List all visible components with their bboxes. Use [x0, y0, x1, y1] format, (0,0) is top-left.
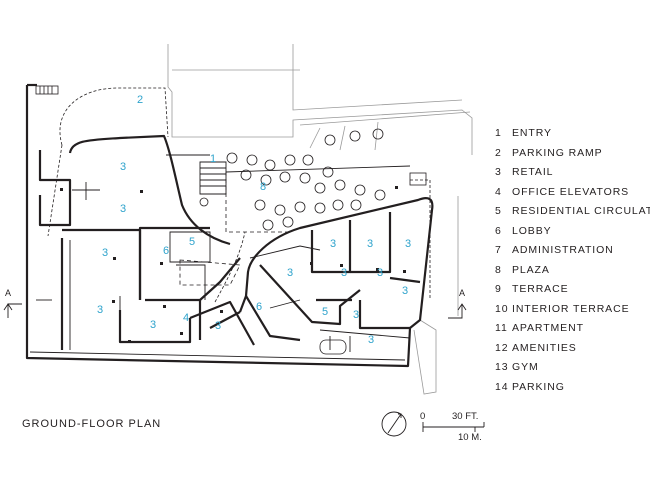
room-label: 3	[287, 267, 293, 279]
legend-number: 8	[495, 263, 502, 276]
room-label: 3	[150, 319, 156, 331]
legend-label: RESIDENTIAL CIRCULATION	[512, 205, 650, 217]
room-label: 2	[137, 94, 143, 106]
room-label: 3	[120, 161, 126, 173]
legend-label: PARKING	[512, 380, 565, 393]
legend-label: PARKING RAMP	[512, 146, 603, 159]
legend-item: 3 RETAIL	[495, 163, 650, 183]
legend-number: 4	[495, 185, 502, 198]
room-label: 1	[210, 153, 216, 165]
legend-number: 1	[495, 127, 502, 139]
plaza-dashed-lines	[179, 172, 290, 286]
legend-item: 1 ENTRY	[495, 124, 650, 144]
room-label: 3	[120, 203, 126, 215]
legend-number: 7	[495, 244, 502, 256]
parking-ramp-outline	[47, 87, 431, 303]
room-label: 3	[341, 267, 347, 279]
plan-caption: GROUND-FLOOR PLAN	[22, 418, 162, 430]
legend-item: 11 APARTMENT	[495, 319, 650, 339]
legend-label: LOBBY	[512, 224, 552, 237]
legend-label: TERRACE	[512, 283, 569, 295]
legend-number: 2	[495, 146, 502, 159]
legend-number: 13	[495, 361, 509, 373]
scale-meters: 10 M.	[458, 432, 482, 443]
room-label: 3	[368, 334, 374, 346]
site-context-lines	[167, 44, 473, 395]
legend-label: PLAZA	[512, 263, 550, 276]
section-marker-right	[448, 303, 467, 319]
legend-number: 9	[495, 283, 502, 295]
room-label: 3	[97, 304, 103, 316]
building-walls	[25, 83, 434, 368]
legend-item: 8 PLAZA	[495, 261, 650, 281]
legend-item: 4 OFFICE ELEVATORS	[495, 183, 650, 203]
legend-label: ADMINISTRATION	[512, 244, 614, 256]
stair-hatch	[35, 85, 59, 95]
room-label: 3	[405, 238, 411, 250]
columns	[60, 186, 406, 343]
scale-feet: 30 FT.	[452, 411, 478, 422]
section-label-left: A	[5, 288, 11, 298]
legend-item: 5 RESIDENTIAL CIRCULATION	[495, 202, 650, 222]
legend-number: 14	[495, 380, 509, 393]
scale-bar	[422, 422, 485, 432]
legend-label: OFFICE ELEVATORS	[512, 185, 630, 198]
room-label: 5	[189, 236, 195, 248]
legend-number: 10	[495, 302, 509, 315]
room-label: 3	[330, 238, 336, 250]
room-label: 3	[215, 320, 221, 332]
room-label: 6	[256, 301, 262, 313]
legend-label: ENTRY	[512, 127, 552, 139]
plaza-trees	[199, 128, 427, 355]
legend-item: 2 PARKING RAMP	[495, 144, 650, 164]
legend-item: 6 LOBBY	[495, 222, 650, 242]
room-label: 3	[353, 309, 359, 321]
scale-zero: 0	[420, 411, 425, 422]
legend-item: 7 ADMINISTRATION	[495, 241, 650, 261]
legend-item: 9 TERRACE	[495, 280, 650, 300]
legend-number: 11	[495, 322, 508, 334]
room-label: 3	[102, 247, 108, 259]
legend-number: 5	[495, 205, 502, 217]
legend-number: 6	[495, 224, 502, 237]
legend-label: APARTMENT	[512, 322, 584, 334]
room-label: 5	[322, 306, 328, 318]
legend: 1 ENTRY 2 PARKING RAMP 3 RETAIL 4 OFFICE ELEVAT…	[495, 124, 650, 397]
legend-label: RETAIL	[512, 166, 554, 178]
legend-label: GYM	[512, 361, 539, 373]
legend-number: 12	[495, 341, 509, 354]
room-label: 4	[183, 312, 189, 324]
legend-label: AMENITIES	[512, 341, 577, 354]
room-label: 6	[163, 245, 169, 257]
north-arrow-icon	[381, 411, 407, 437]
legend-number: 3	[495, 166, 502, 178]
section-label-right: A	[459, 288, 465, 298]
room-label: 3	[377, 267, 383, 279]
room-label: 3	[367, 238, 373, 250]
section-marker-left	[3, 303, 22, 318]
legend-label: INTERIOR TERRACE	[512, 302, 630, 315]
room-label: 3	[402, 285, 408, 297]
room-label: 8	[260, 181, 266, 193]
